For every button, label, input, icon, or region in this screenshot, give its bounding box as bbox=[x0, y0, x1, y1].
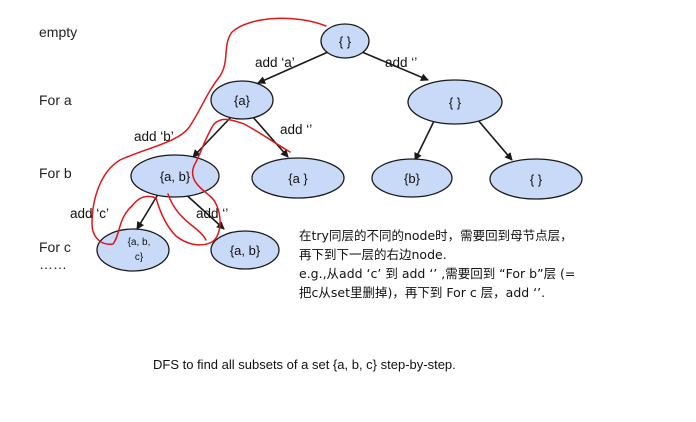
node-a: {a} bbox=[210, 80, 274, 120]
node-b-label: {b} bbox=[404, 171, 421, 186]
node-root: { } bbox=[320, 23, 370, 59]
node-abc: {a, b, c} bbox=[96, 228, 170, 272]
node-a-label: {a} bbox=[234, 93, 251, 108]
edge-label-add-b: add ‘b’ bbox=[134, 129, 174, 144]
edge-label-add-empty-root: add ‘’ bbox=[385, 55, 417, 70]
node-ab: {a, b} bbox=[130, 154, 220, 198]
diagram-caption: DFS to find all subsets of a set {a, b, … bbox=[153, 357, 456, 372]
level-label-empty: empty bbox=[39, 24, 77, 40]
node-empty-1: { } bbox=[407, 79, 503, 125]
tree-nodes: { } {a} { } {a, b} {a } {b} { } {a, b, bbox=[96, 23, 583, 272]
node-abc-label-line1: {a, b, bbox=[128, 237, 151, 248]
dfs-trace-left bbox=[91, 17, 327, 245]
node-a-2-label: {a } bbox=[288, 171, 308, 186]
explanation-note: 在try同层的不同的node时，需要回到母节点层， 再下到下一层的右边node.… bbox=[299, 228, 575, 300]
node-abc-label-line2: c} bbox=[135, 252, 144, 263]
node-ab-label: {a, b} bbox=[160, 169, 191, 184]
note-line-4: 把c从set里删掉)，再下到 For c 层，add ‘’. bbox=[299, 285, 545, 300]
edge-empty-to-b bbox=[414, 118, 436, 161]
node-empty-2: { } bbox=[489, 158, 583, 200]
dfs-trace-inner bbox=[167, 193, 207, 241]
edge-a-to-ab bbox=[192, 115, 233, 158]
edge-label-add-empty-a: add ‘’ bbox=[280, 122, 312, 137]
dfs-trace-right-branch bbox=[155, 118, 291, 246]
node-empty-2-label: { } bbox=[530, 172, 543, 187]
edge-root-to-empty bbox=[361, 51, 429, 81]
note-line-3: e.g.,从add ‘c’ 到 add ‘’ ,需要回到 “For b”层 (= bbox=[299, 266, 575, 281]
node-a-2: {a } bbox=[251, 157, 345, 199]
node-empty-1-label: { } bbox=[449, 95, 462, 110]
edge-label-add-c: add ‘c’ bbox=[70, 206, 109, 221]
edge-label-add-empty-ab: add ‘’ bbox=[196, 206, 228, 221]
edge-a-to-a bbox=[251, 115, 289, 158]
node-ab-2: {a, b} bbox=[210, 230, 280, 270]
edge-empty-to-empty bbox=[476, 118, 513, 161]
node-root-label: { } bbox=[339, 34, 352, 49]
level-label-ellipsis: …… bbox=[39, 256, 67, 272]
edge-ab-to-ab bbox=[181, 190, 225, 230]
edge-root-to-a bbox=[257, 51, 329, 84]
node-b: {b} bbox=[371, 158, 453, 198]
tree-edges bbox=[136, 51, 513, 230]
dfs-trace-path bbox=[91, 17, 327, 246]
level-label-for-c: For c bbox=[39, 239, 71, 255]
level-label-for-b: For b bbox=[39, 165, 72, 181]
note-line-2: 再下到下一层的右边node. bbox=[299, 247, 447, 262]
node-ab-2-label: {a, b} bbox=[230, 243, 261, 258]
note-line-1: 在try同层的不同的node时，需要回到母节点层， bbox=[299, 228, 573, 243]
level-label-for-a: For a bbox=[39, 92, 72, 108]
edge-label-add-a: add ‘a’ bbox=[255, 55, 295, 70]
